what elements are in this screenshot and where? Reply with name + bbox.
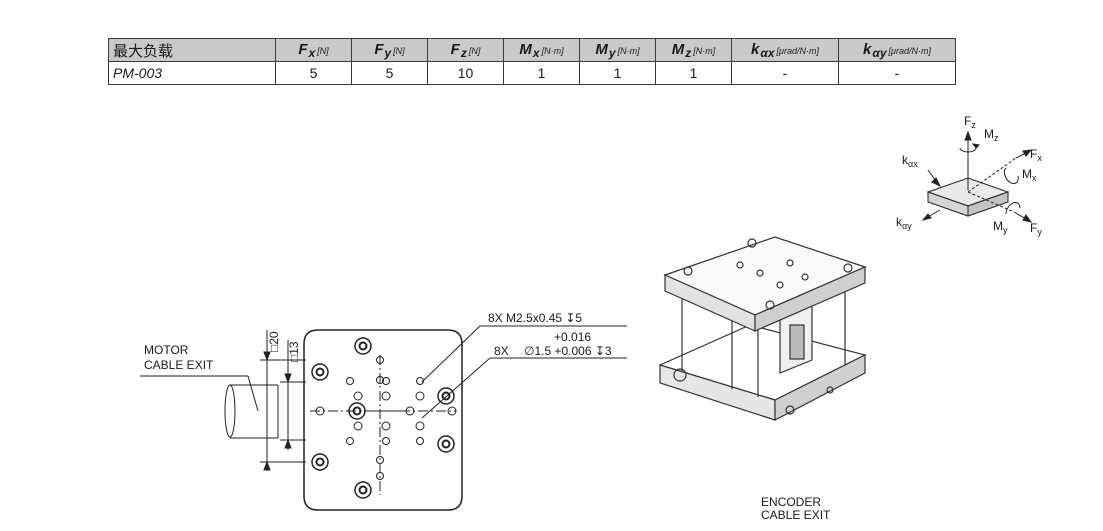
value-cell: 1 bbox=[503, 61, 580, 85]
my-label: My bbox=[993, 219, 1008, 235]
fx-label: Fx bbox=[1030, 147, 1042, 163]
motor-cable-label-2: CABLE EXIT bbox=[144, 358, 214, 372]
mount-hole bbox=[311, 453, 329, 471]
mount-hole bbox=[437, 435, 455, 453]
header-fy: Fy[N] bbox=[351, 38, 428, 62]
pin-note-prefix: 8X bbox=[494, 344, 509, 358]
value-cell: - bbox=[731, 61, 839, 85]
tolerance-upper: +0.016 bbox=[554, 330, 591, 344]
kay-label: kαy bbox=[896, 215, 912, 231]
header-fz: Fz[N] bbox=[427, 38, 504, 62]
encoder-label-line-2: CABLE EXIT bbox=[761, 508, 831, 522]
mount-hole bbox=[354, 481, 372, 499]
mount-hole bbox=[311, 363, 329, 381]
table-row: PM-003 5 5 10 1 1 1 - - bbox=[108, 61, 956, 85]
header-kay: kαy[μrad/N·m] bbox=[838, 38, 956, 62]
value-cell: 1 bbox=[655, 61, 732, 85]
thread-note: 8X M2.5x0.45 ↧5 bbox=[488, 311, 582, 325]
mount-hole bbox=[348, 402, 366, 420]
header-mx: Mx[N·m] bbox=[503, 38, 580, 62]
mount-hole bbox=[437, 387, 455, 405]
fz-label: Fz bbox=[964, 114, 976, 130]
model-cell: PM-003 bbox=[108, 61, 276, 85]
header-kax: kαx[μrad/N·m] bbox=[731, 38, 839, 62]
motor-cable-label: MOTOR bbox=[144, 343, 189, 357]
isometric-product-view bbox=[658, 236, 867, 421]
table-header-row: 最大负载 Fx[N] Fy[N] Fz[N] Mx[N·m] My[N·m] M… bbox=[108, 38, 956, 62]
header-my: My[N·m] bbox=[579, 38, 656, 62]
value-cell: 1 bbox=[579, 61, 656, 85]
value-cell: 5 bbox=[275, 61, 352, 85]
header-fx: Fx[N] bbox=[275, 38, 352, 62]
value-cell: 5 bbox=[351, 61, 428, 85]
dim-13-label: □13 bbox=[287, 341, 301, 362]
fy-label: Fy bbox=[1030, 221, 1042, 237]
value-cell: - bbox=[838, 61, 956, 85]
pin-note: ∅1.5 +0.006 ↧3 bbox=[524, 344, 612, 358]
header-mz: Mz[N·m] bbox=[655, 38, 732, 62]
dim-20-label: □20 bbox=[267, 331, 281, 352]
mz-label: Mz bbox=[984, 127, 999, 143]
top-view-drawing: □20 □13 MOTOR CABLE EXIT 8X M2.5x0.45 ↧5… bbox=[140, 311, 627, 511]
mx-label: Mx bbox=[1022, 167, 1037, 183]
mount-hole bbox=[354, 337, 372, 355]
kax-label: kαx bbox=[902, 153, 918, 169]
encoder-label-line-1: ENCODER bbox=[761, 495, 822, 509]
load-axes-diagram: Fz Mz Fx Mx kαx kαy My Fy bbox=[896, 114, 1042, 237]
header-max-load: 最大负载 bbox=[108, 38, 276, 62]
value-cell: 10 bbox=[427, 61, 504, 85]
load-spec-table: 最大负载 Fx[N] Fy[N] Fz[N] Mx[N·m] My[N·m] M… bbox=[108, 38, 956, 85]
encoder-cable-label: ENCODER CABLE EXIT bbox=[761, 496, 830, 522]
